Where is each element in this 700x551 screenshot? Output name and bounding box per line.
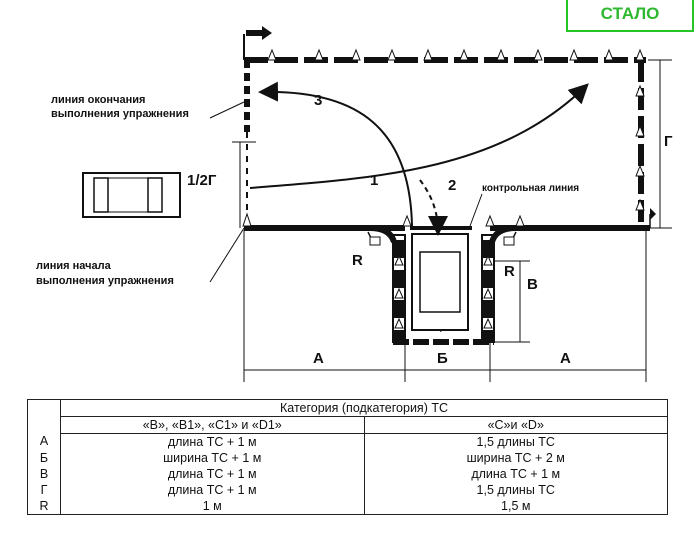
table-row-letter: Б [27,450,61,466]
start-line-label-2: выполнения упражнения [36,275,174,287]
g-label: Г [664,133,673,150]
a-left-label: А [313,350,324,367]
table-corner [27,399,61,434]
corner-arc-right [489,225,517,244]
dimensions-table: Категория (подкатегория) ТС «В», «В1», «… [27,399,668,515]
path-1 [249,83,589,189]
flag-icon [246,26,272,40]
path-3-label: 3 [314,92,323,109]
a-right-label: А [560,350,571,367]
table-col-2: «С»и «D» [363,416,668,434]
path-2-label: 2 [448,177,457,194]
b-label: Б [437,350,448,367]
table-cell: 1 м [60,498,365,515]
table-row-letter: Г [27,482,61,498]
table-cell: длина ТС + 1 м [60,482,365,498]
cones-box [394,254,493,329]
v-label: В [527,276,538,293]
end-flag-icon [650,208,656,220]
r-left-label: R [352,252,363,269]
table-row-letter: R [27,498,61,515]
parking-exercise-diagram [82,26,672,382]
table-row-letter: А [27,433,61,450]
finish-line-label-1: линия окончания [51,94,146,106]
table-col-1: «В», «В1», «С1» и «D1» [60,416,365,434]
table-header: Категория (подкатегория) ТС [60,399,668,417]
half-g-label: 1/2Г [187,172,217,189]
table-row-letter: В [27,466,61,482]
path-1-label: 1 [370,172,379,189]
status-badge: СТАЛО [566,0,694,32]
table-cell: ширина ТС + 2 м [363,450,668,466]
path-2 [419,179,448,236]
table-cell: 1,5 длины ТС [363,482,668,498]
start-line-label-1: линия начала [36,260,111,272]
table-cell: ширина ТС + 1 м [60,450,365,466]
table-cell: длина ТС + 1 м [60,466,365,482]
finish-line-label-2: выполнения упражнения [51,108,189,120]
table-cell: 1,5 длины ТС [363,433,668,450]
corner-arc-left [369,225,397,244]
table-cell: длина ТС + 1 м [363,466,668,482]
table-cell: длина ТС + 1 м [60,433,365,450]
path-3 [258,81,413,227]
table-cell: 1,5 м [363,498,668,515]
r-right-label: R [504,263,515,280]
cones-top [242,48,645,227]
control-line-label: контрольная линия [482,183,580,194]
